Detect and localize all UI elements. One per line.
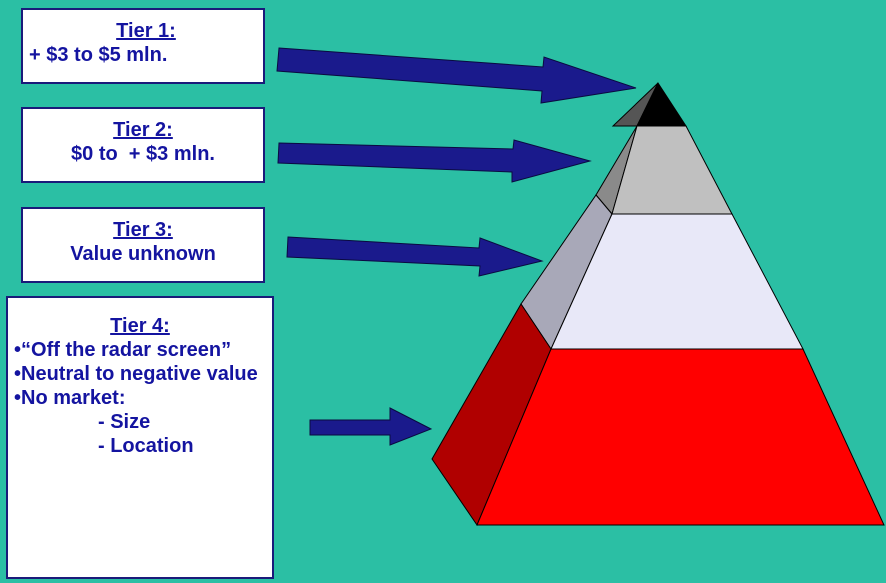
tier3-value: Value unknown (70, 243, 216, 265)
tier4-bullet-1: •“Off the radar screen” (14, 339, 232, 361)
tier1-title: Tier 1: (116, 20, 176, 42)
tier4-bullet-2: •Neutral to negative value (14, 363, 258, 385)
pyramid-front-tier4 (476, 348, 885, 526)
tier4-bullet-3-text: No market: (21, 387, 126, 409)
tier2-title: Tier 2: (113, 119, 173, 141)
tier3-box: Tier 3: Value unknown (21, 207, 265, 283)
tier1-value: + $3 to $5 mln. (29, 44, 168, 66)
tier4-subitem-size: - Size (98, 411, 151, 433)
tier4-bullet-3: •No market: (14, 387, 126, 409)
tier3-title: Tier 3: (113, 219, 173, 241)
arrow-tier4 (309, 407, 433, 446)
tier4-bullet-2-text: Neutral to negative value (21, 363, 258, 385)
tier4-box: Tier 4: •“Off the radar screen” •Neutral… (6, 296, 274, 579)
tier4-bullet-1-text: “Off the radar screen” (21, 339, 232, 361)
tier1-box: Tier 1: + $3 to $5 mln. (21, 8, 265, 84)
arrow-tier2 (277, 139, 592, 183)
tier4-title: Tier 4: (110, 315, 170, 337)
arrow-tier1 (276, 47, 637, 104)
arrow-tier3 (286, 236, 544, 277)
tier2-box: Tier 2: $0 to + $3 mln. (21, 107, 265, 183)
tier4-subitem-location: - Location (98, 435, 194, 457)
tier2-value: $0 to + $3 mln. (71, 143, 215, 165)
